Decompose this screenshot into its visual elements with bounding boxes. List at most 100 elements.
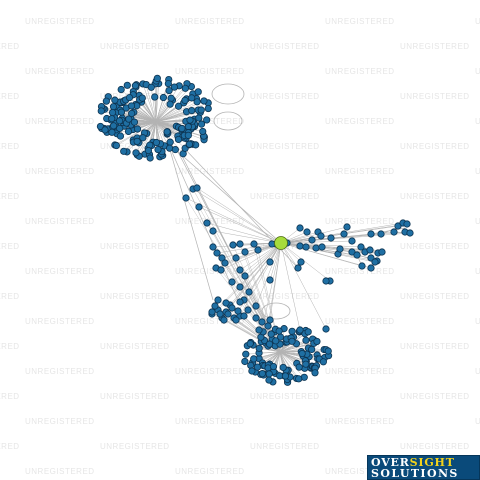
graph-edge [171, 151, 241, 306]
entity-node [125, 93, 134, 102]
entity-node [127, 102, 136, 110]
entity-node [236, 266, 244, 274]
entity-node [322, 277, 330, 285]
entity-node [255, 344, 263, 352]
entity-node [229, 241, 237, 249]
graph-edge [233, 242, 282, 319]
entity-node [112, 141, 120, 150]
entity-node [203, 116, 211, 124]
entity-node [188, 106, 196, 115]
entity-node [234, 307, 242, 315]
entity-node [317, 232, 325, 240]
entity-node [221, 259, 229, 267]
entity-node [357, 243, 365, 251]
graph-edge-loop [211, 83, 245, 105]
entity-node [265, 370, 273, 378]
entity-node [178, 124, 186, 133]
graph-edge [279, 351, 306, 361]
entity-node [147, 83, 155, 91]
entity-node [154, 145, 162, 154]
entity-node [296, 326, 304, 334]
oversight-solutions-logo: OVERSIGHT SOLUTIONS [367, 455, 480, 480]
graph-edge [280, 226, 348, 244]
entity-node [353, 251, 361, 259]
entity-node [244, 306, 252, 314]
entity-node [288, 327, 296, 335]
entity-node [308, 345, 316, 353]
entity-node [193, 98, 201, 106]
entity-node [302, 360, 310, 368]
entity-node [250, 240, 258, 248]
graph-edge [217, 242, 282, 311]
entity-node [108, 108, 117, 117]
entity-node [265, 340, 274, 348]
entity-node [390, 228, 398, 236]
entity-node [269, 362, 278, 371]
graph-edge [135, 85, 157, 123]
entity-node [182, 194, 190, 202]
entity-node [246, 340, 254, 348]
entity-node [296, 224, 304, 232]
entity-node [297, 258, 305, 266]
graph-edge [169, 149, 214, 301]
logo-line-1: OVERSIGHT [371, 457, 479, 468]
entity-node [216, 310, 224, 318]
entity-node [213, 249, 221, 257]
graph-edge [280, 240, 353, 244]
entity-node [311, 369, 319, 377]
entity-node [208, 308, 216, 316]
entity-node [117, 108, 126, 116]
entity-node [236, 283, 244, 291]
entity-node [170, 83, 179, 91]
graph-edge [279, 347, 309, 353]
entity-node [144, 146, 153, 155]
entity-node [130, 118, 139, 126]
graph-edge [220, 242, 282, 271]
entity-node [133, 125, 142, 133]
graph-edge [155, 112, 201, 123]
graph-edge-loop [261, 302, 291, 320]
entity-node [241, 357, 249, 366]
entity-node [101, 126, 109, 134]
graph-edge [155, 90, 170, 123]
entity-node [253, 363, 262, 371]
entity-node [340, 230, 348, 238]
entity-node [116, 117, 124, 125]
entity-node [304, 328, 312, 336]
entity-node [236, 298, 244, 306]
entity-node [228, 304, 236, 312]
graph-edge-loop [213, 111, 243, 131]
entity-node [165, 144, 174, 152]
entity-node [153, 74, 161, 82]
graph-edge [279, 351, 299, 379]
entity-node [224, 310, 232, 318]
logo-line-2: SOLUTIONS [371, 467, 459, 480]
entity-node [133, 137, 141, 145]
entity-node [108, 128, 116, 136]
graph-edge [175, 149, 282, 244]
entity-node [258, 318, 266, 326]
graph-edge [231, 242, 282, 283]
entity-node [116, 132, 125, 140]
entity-node [200, 97, 208, 105]
entity-node [343, 223, 351, 231]
entity-node [266, 276, 274, 284]
logo-word-over: OVER [371, 456, 410, 469]
entity-node [296, 242, 304, 250]
entity-node [184, 131, 192, 139]
graph-edge [145, 84, 157, 123]
entity-node [194, 88, 202, 96]
entity-node [188, 94, 196, 102]
entity-node [186, 116, 194, 124]
entity-node [193, 184, 201, 192]
entity-node [124, 127, 133, 136]
graph-edge [212, 230, 282, 244]
graph-edge [192, 188, 282, 244]
entity-node [203, 219, 211, 227]
entity-node [406, 229, 414, 237]
entity-node [222, 299, 230, 307]
entity-node [204, 104, 212, 113]
entity-node [159, 93, 168, 102]
graph-edge [239, 242, 282, 271]
